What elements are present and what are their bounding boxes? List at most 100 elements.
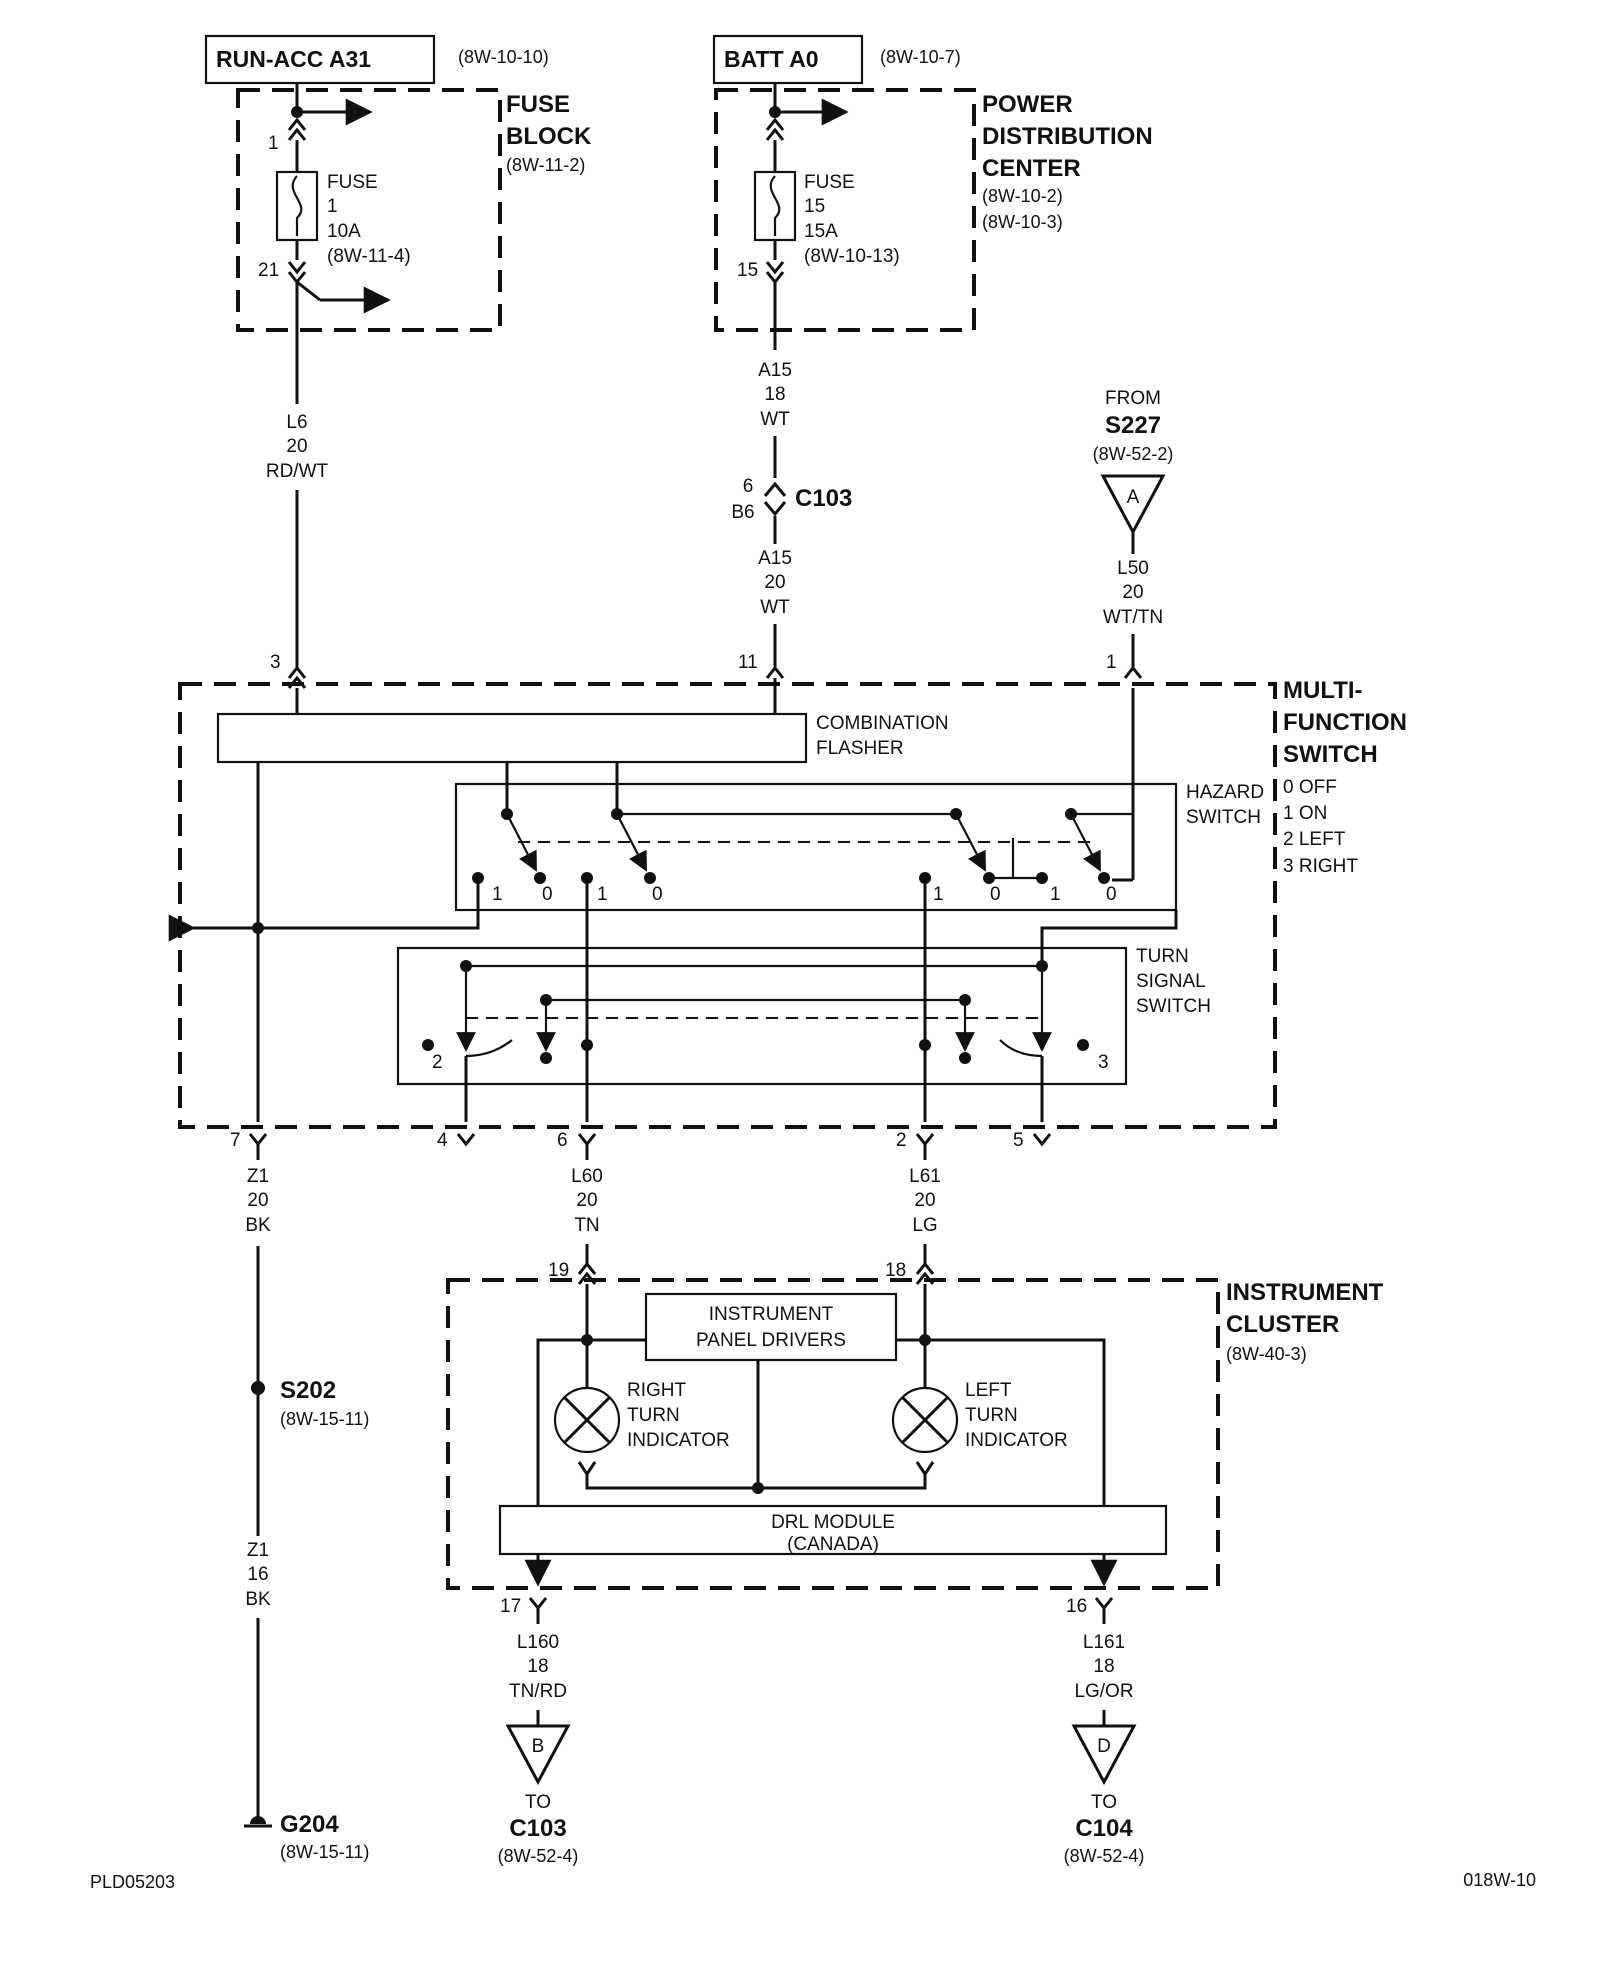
a15-bottom-color: WT xyxy=(760,597,790,618)
s202-label: S202 xyxy=(280,1377,336,1404)
turn-label-2: SIGNAL xyxy=(1136,971,1206,992)
c103-connector-icon xyxy=(763,481,787,517)
left-ind-line-2: TURN xyxy=(965,1405,1018,1426)
mfs-pos-1: 1 ON xyxy=(1283,803,1327,824)
l6-wire: L6 20 RD/WT xyxy=(266,282,329,668)
run-acc-label: RUN-ACC A31 xyxy=(216,46,371,72)
offpage-d-triangle-icon xyxy=(1071,1724,1137,1786)
mfs-pos-3: 3 RIGHT xyxy=(1283,856,1358,877)
right-ind-line-2: TURN xyxy=(627,1405,680,1426)
hazard-contact-0d: 0 xyxy=(1106,884,1117,905)
drl-label-1: DRL MODULE xyxy=(771,1512,895,1533)
dest-b-label: C103 xyxy=(509,1815,566,1842)
l61-wire: L61 20 LG xyxy=(909,1144,941,1264)
batt-source: BATT A0 (8W-10-7) xyxy=(712,34,961,85)
flasher-label-1: COMBINATION xyxy=(816,713,949,734)
l161-color: LG/OR xyxy=(1074,1681,1133,1702)
fuse1-line-1: FUSE xyxy=(327,172,378,193)
multi-function-switch: MULTI- FUNCTION SWITCH 0 OFF 1 ON 2 LEFT… xyxy=(168,652,1407,1151)
s202-ref: (8W-15-11) xyxy=(280,1409,369,1429)
z1-bottom-gauge: 16 xyxy=(247,1564,268,1585)
batt-label: BATT A0 xyxy=(724,46,819,72)
l60-color: TN xyxy=(574,1215,599,1236)
drivers-label-2: PANEL DRIVERS xyxy=(696,1330,846,1351)
pdc-title-1: POWER xyxy=(982,91,1073,118)
fuse-block-ref: (8W-11-2) xyxy=(506,155,585,175)
l6-circuit: L6 xyxy=(286,412,307,433)
offpage-d-letter: D xyxy=(1097,1736,1111,1757)
fuse-block-title-2: BLOCK xyxy=(506,123,592,150)
l6-color: RD/WT xyxy=(266,461,329,482)
fuse15-pin-out: 15 xyxy=(737,260,758,281)
dest-d-label: C104 xyxy=(1075,1815,1133,1842)
hazard-switch xyxy=(454,782,1178,912)
dest-d-ref: (8W-52-4) xyxy=(1064,1846,1145,1866)
l6-gauge: 20 xyxy=(286,436,307,457)
l61-gauge: 20 xyxy=(914,1190,935,1211)
s227-from: FROM xyxy=(1105,388,1161,409)
from-s227: FROM S227 (8W-52-2) A L50 20 WT/TN xyxy=(1093,388,1174,668)
hazard-contact-0a: 0 xyxy=(542,884,553,905)
fuse1-pin-in: 1 xyxy=(268,133,279,154)
l50-color: WT/TN xyxy=(1103,607,1163,628)
cluster-pin-18: 18 xyxy=(885,1260,906,1281)
fuse1-pin-out: 21 xyxy=(258,260,279,281)
a15-wire: A15 18 WT 6 B6 C103 A15 20 WT xyxy=(731,282,852,668)
mfs-pin-2: 2 xyxy=(896,1130,907,1151)
dest-b-ref: (8W-52-4) xyxy=(498,1846,579,1866)
hazard-label-1: HAZARD xyxy=(1186,782,1264,803)
l161-gauge: 18 xyxy=(1093,1656,1114,1677)
dest-d-to: TO xyxy=(1091,1792,1117,1813)
c103-label: C103 xyxy=(795,485,852,512)
l161-wire: L161 18 LG/OR D TO C104 (8W-52-4) xyxy=(1064,1608,1145,1866)
hazard-label-2: SWITCH xyxy=(1186,807,1261,828)
s227-label: S227 xyxy=(1105,412,1161,439)
mfs-pin-6: 6 xyxy=(557,1130,568,1151)
dest-b-to: TO xyxy=(525,1792,551,1813)
a15-bottom-circuit: A15 xyxy=(758,548,792,569)
a15-top-color: WT xyxy=(760,409,790,430)
fuse1-line-2: 1 xyxy=(327,196,338,217)
turn-label-1: TURN xyxy=(1136,946,1189,967)
power-distribution-center: POWER DISTRIBUTION CENTER (8W-10-2) (8W-… xyxy=(714,83,1153,332)
l161-circuit: L161 xyxy=(1083,1632,1125,1653)
mfs-title-1: MULTI- xyxy=(1283,677,1363,704)
cluster-pin-17: 17 xyxy=(500,1596,521,1617)
g204-ref: (8W-15-11) xyxy=(280,1842,369,1862)
fuse15-line-3: 15A xyxy=(804,221,838,242)
left-ind-line-1: LEFT xyxy=(965,1380,1012,1401)
s202-splice-icon xyxy=(251,1381,265,1395)
footer-left-id: PLD05203 xyxy=(90,1872,175,1892)
right-ind-line-3: INDICATOR xyxy=(627,1430,730,1451)
c103-pin-top: 6 xyxy=(743,476,754,497)
fuse-block: FUSE BLOCK (8W-11-2) 1 FUSE 1 10A (8W-11… xyxy=(236,83,592,332)
hazard-contact-1b: 1 xyxy=(597,884,608,905)
fuse15-line-1: FUSE xyxy=(804,172,855,193)
a15-top-circuit: A15 xyxy=(758,360,792,381)
c103-pin-bottom: B6 xyxy=(731,502,754,523)
z1-top-gauge: 20 xyxy=(247,1190,268,1211)
flasher-label-2: FLASHER xyxy=(816,738,904,759)
footer-right-id: 018W-10 xyxy=(1463,1870,1536,1890)
pdc-ref-2: (8W-10-3) xyxy=(982,212,1063,232)
mfs-pin-5: 5 xyxy=(1013,1130,1024,1151)
hazard-contact-0b: 0 xyxy=(652,884,663,905)
hazard-contact-1a: 1 xyxy=(492,884,503,905)
l160-color: TN/RD xyxy=(509,1681,567,1702)
l61-color: LG xyxy=(912,1215,937,1236)
fuse15-line-4: (8W-10-13) xyxy=(804,246,900,267)
a15-bottom-gauge: 20 xyxy=(764,572,785,593)
drl-label-2: (CANADA) xyxy=(787,1534,879,1555)
turn-signal-switch xyxy=(396,946,1128,1086)
run-acc-source: RUN-ACC A31 (8W-10-10) xyxy=(204,34,549,85)
cluster-ref: (8W-40-3) xyxy=(1226,1344,1307,1364)
fuse1-line-3: 10A xyxy=(327,221,361,242)
z1-bottom-color: BK xyxy=(245,1589,271,1610)
z1-ground-wire: Z1 20 BK S202 (8W-15-11) Z1 16 BK G204 (… xyxy=(244,1144,369,1862)
l160-circuit: L160 xyxy=(517,1632,559,1653)
pdc-title-3: CENTER xyxy=(982,155,1081,182)
pdc-title-2: DISTRIBUTION xyxy=(982,123,1153,150)
l50-gauge: 20 xyxy=(1122,582,1143,603)
s227-ref: (8W-52-2) xyxy=(1093,444,1174,464)
